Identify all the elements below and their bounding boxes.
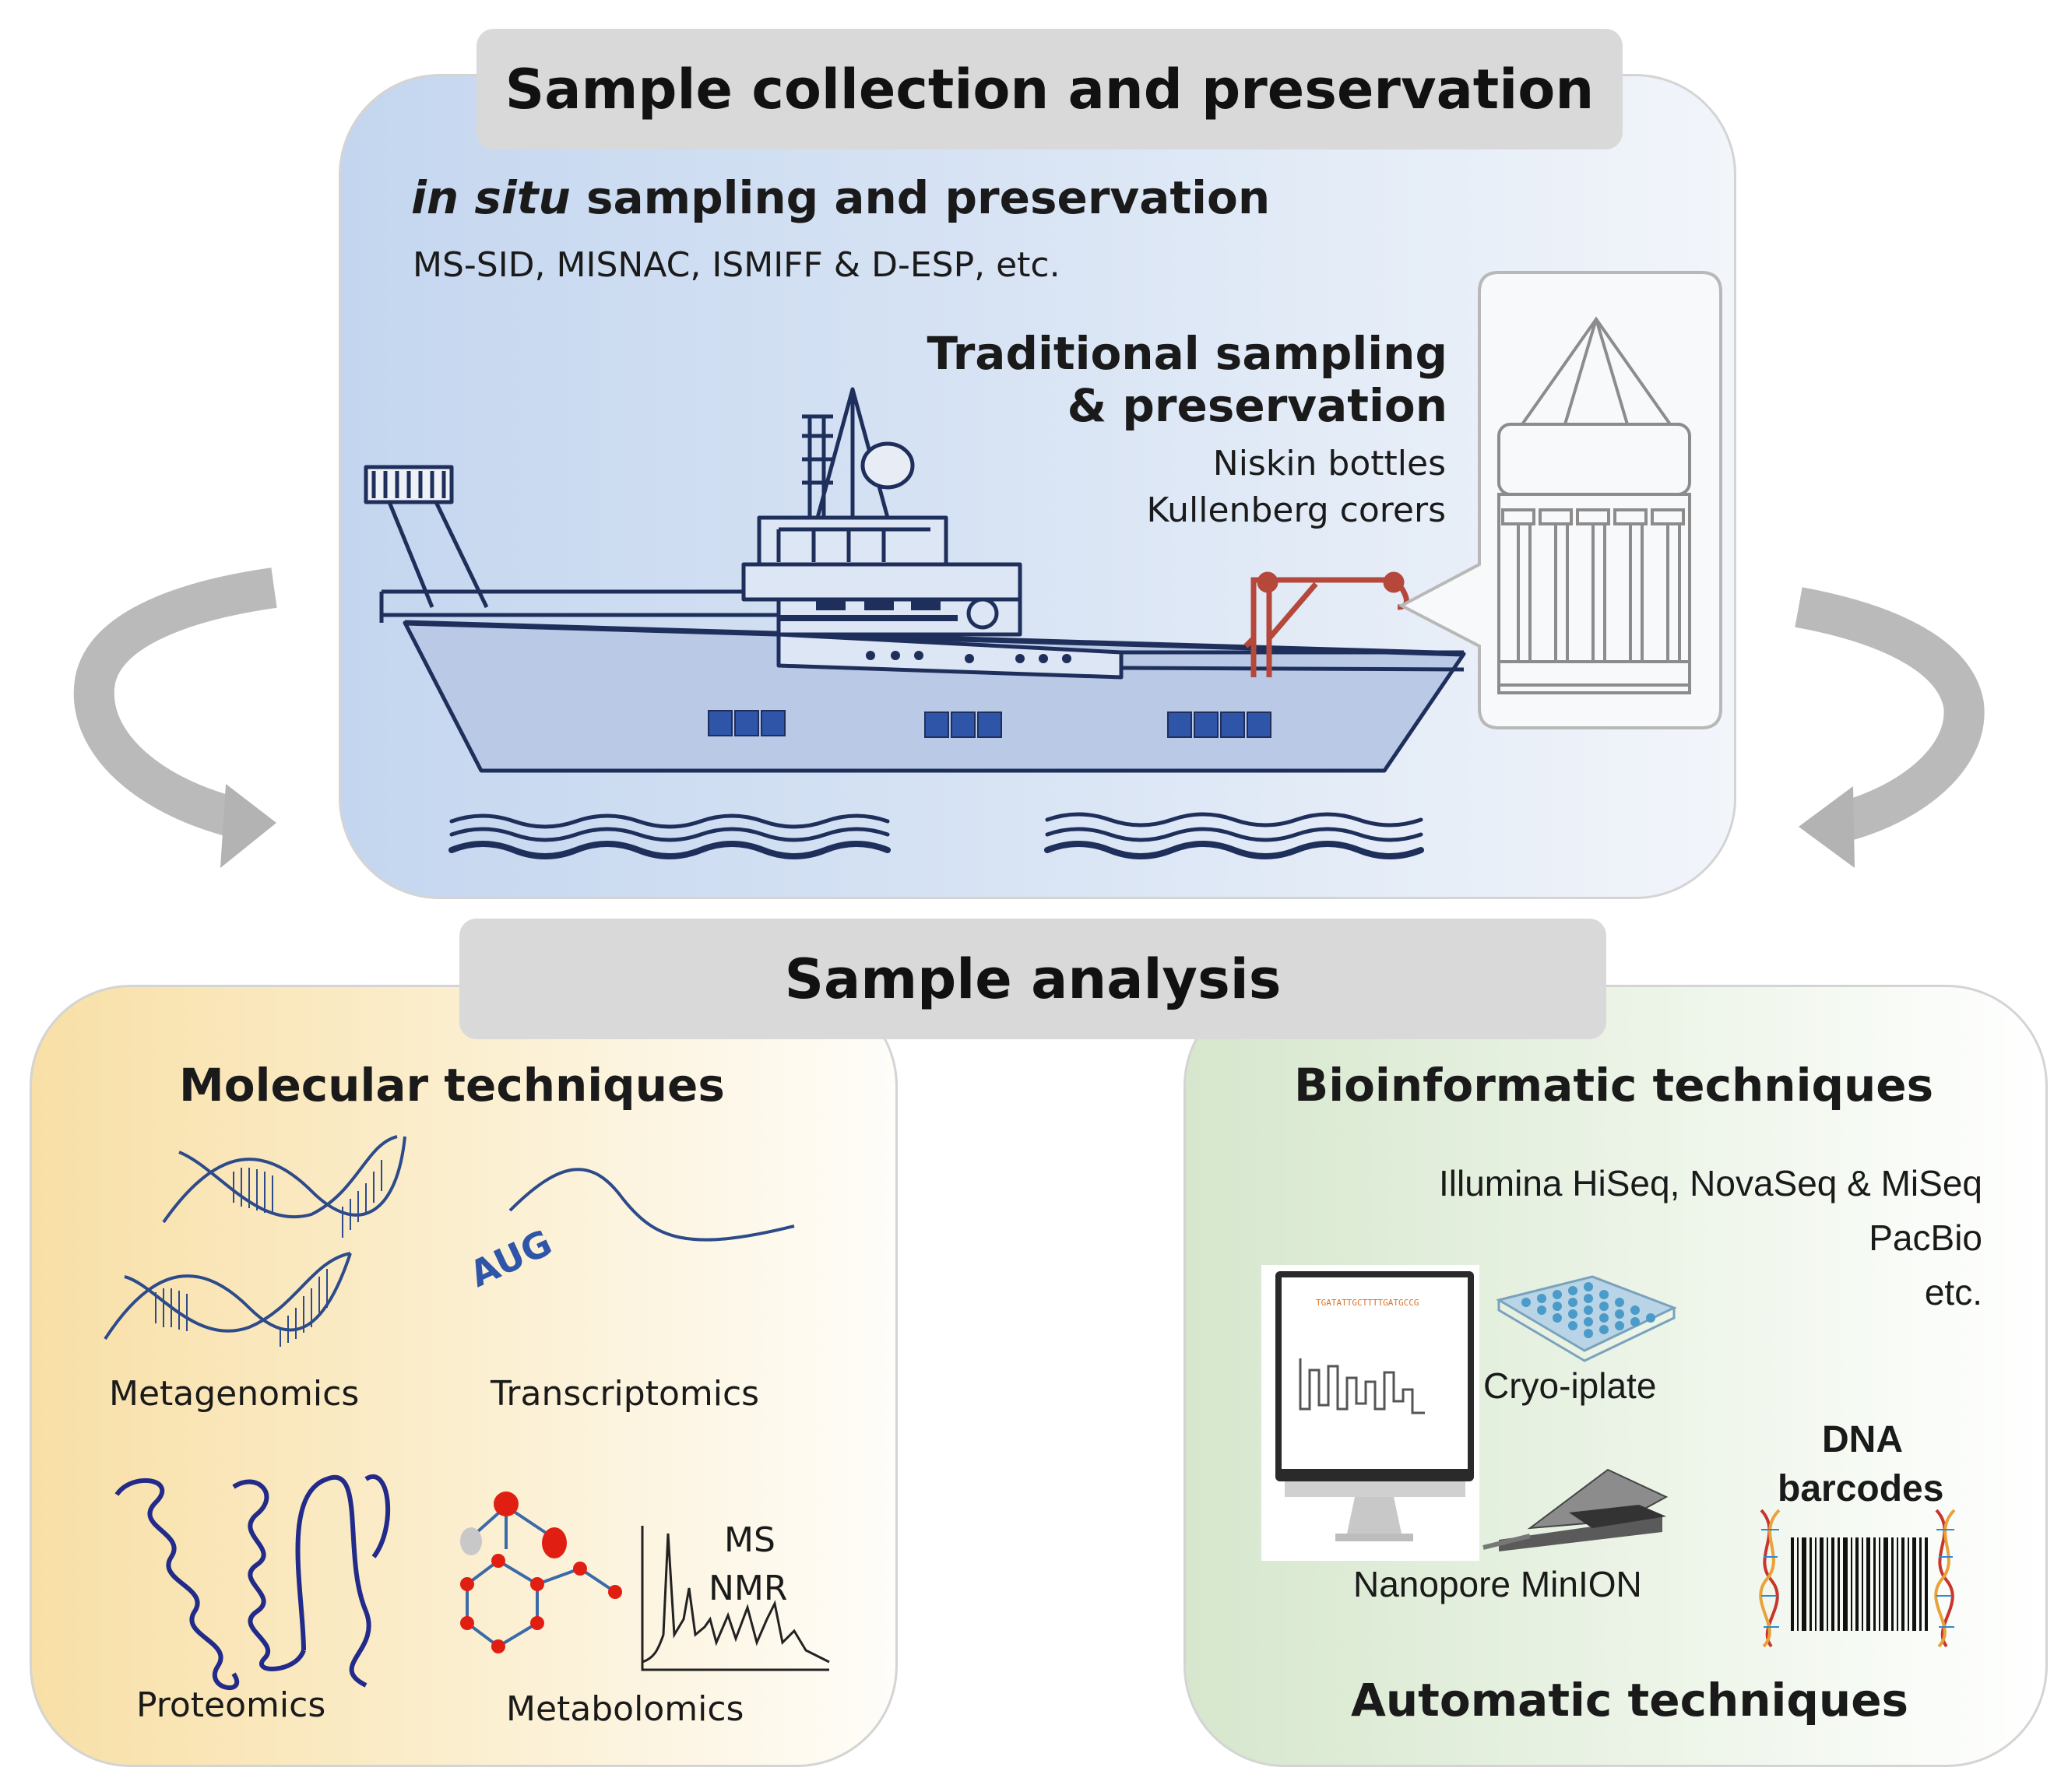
traditional-item-kullenberg: Kullenberg corers <box>1146 490 1446 530</box>
dna-barcodes-line1: DNA <box>1822 1419 1903 1460</box>
automatic-title: Automatic techniques <box>1351 1674 1909 1727</box>
traditional-title-line2: & preservation <box>1067 379 1447 432</box>
collection-title: Sample collection and preservation <box>477 29 1623 149</box>
analysis-title: Sample analysis <box>459 919 1606 1039</box>
molecular-title: Molecular techniques <box>179 1059 725 1112</box>
cryo-plate-image <box>1491 1265 1678 1366</box>
dna-barcodes-line2: barcodes <box>1778 1468 1944 1509</box>
nanopore-minion-label: Nanopore MinION <box>1353 1564 1642 1604</box>
insitu-subtitle: MS-SID, MISNAC, ISMIFF & D-ESP, etc. <box>413 245 1060 285</box>
ms-label: MS <box>724 1520 776 1560</box>
platform-pacbio: PacBio <box>1869 1218 1982 1258</box>
traditional-item-niskin: Niskin bottles <box>1212 444 1446 483</box>
cryo-iplate-label: Cryo-iplate <box>1483 1365 1657 1406</box>
platform-illumina: Illumina HiSeq, NovaSeq & MiSeq <box>1439 1163 1982 1203</box>
sequence-readout: TGATATTGCTTTTGATGCCG <box>1316 1298 1419 1308</box>
proteomics-label: Proteomics <box>136 1685 326 1725</box>
metabolomics-label: Metabolomics <box>506 1689 744 1729</box>
insitu-title: in situ sampling and preservation <box>411 171 1271 224</box>
bioinformatic-title: Bioinformatic techniques <box>1294 1059 1934 1112</box>
molecular-panel <box>30 985 898 1767</box>
transcriptomics-label: Transcriptomics <box>491 1374 760 1414</box>
traditional-title-line1: Traditional sampling <box>927 327 1447 380</box>
nmr-label: NMR <box>709 1569 788 1608</box>
nanopore-device-image <box>1482 1454 1678 1551</box>
platform-etc: etc. <box>1924 1272 1982 1312</box>
metagenomics-label: Metagenomics <box>109 1374 360 1414</box>
sequencer-monitor-image: TGATATTGCTTTTGATGCCG <box>1261 1265 1479 1561</box>
